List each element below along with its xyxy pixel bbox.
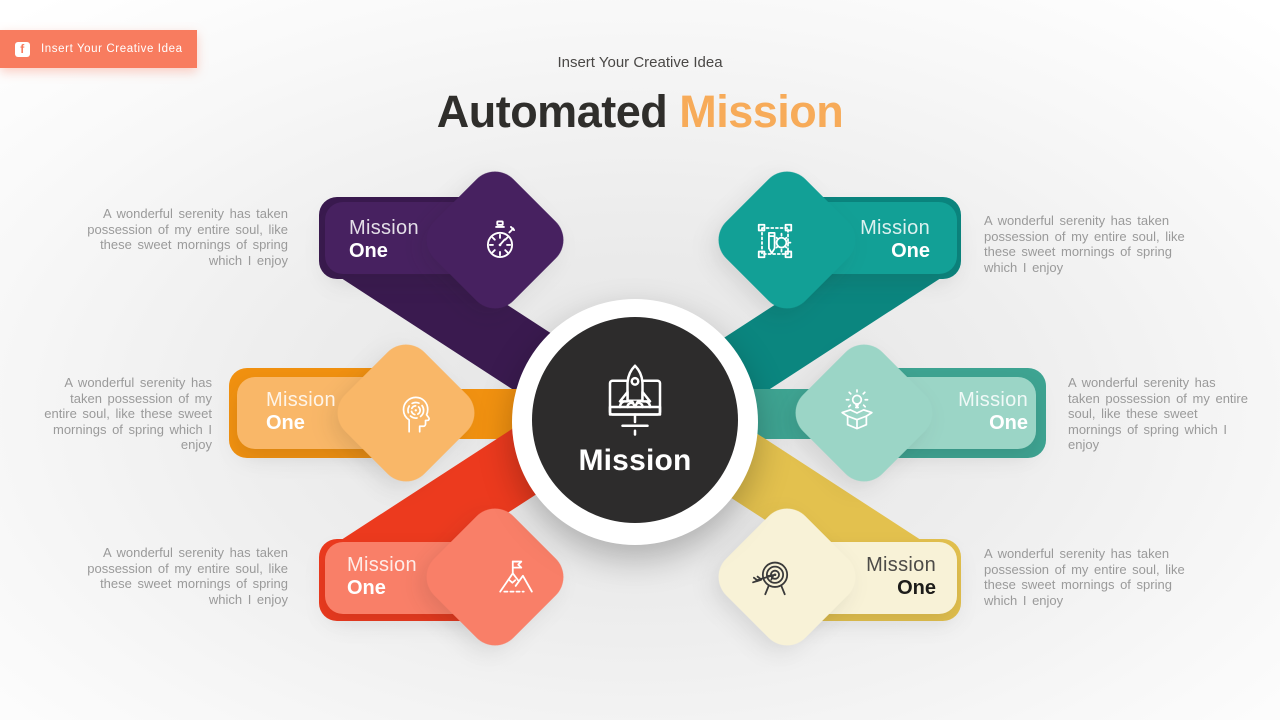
creative-idea-ribbon[interactable]: f Insert Your Creative Idea <box>0 30 197 68</box>
slide-title: Automated Mission <box>0 86 1280 138</box>
center-mission-circle[interactable]: Mission <box>512 299 758 545</box>
head-maze-icon <box>402 396 430 433</box>
description-bottom-right[interactable]: A wonderful serenity has taken possessio… <box>984 546 1185 608</box>
slide-subtitle: Insert Your Creative Idea <box>557 54 723 71</box>
ribbon-label: Insert Your Creative Idea <box>41 43 183 55</box>
description-top-right[interactable]: A wonderful serenity has taken possessio… <box>984 213 1185 275</box>
description-middle-left[interactable]: A wonderful serenity has taken possessio… <box>44 375 212 453</box>
description-middle-right[interactable]: A wonderful serenity has taken possessio… <box>1068 375 1248 453</box>
center-circle-face: Mission <box>532 317 738 523</box>
description-bottom-left[interactable]: A wonderful serenity has taken possessio… <box>87 545 288 607</box>
title-part-accent: Mission <box>679 86 844 137</box>
design-pencil-gear-icon <box>757 223 793 259</box>
description-top-left[interactable]: A wonderful serenity has taken possessio… <box>87 206 288 268</box>
stopwatch-icon <box>486 220 515 258</box>
title-part-dark: Automated <box>436 86 668 137</box>
target-arrow-icon <box>752 561 789 596</box>
mountain-flag-icon <box>499 560 533 593</box>
facebook-icon: f <box>15 41 30 57</box>
rocket-launch-laptop-icon <box>608 364 662 436</box>
center-circle-label: Mission <box>578 444 692 477</box>
idea-box-lightbulb-icon <box>841 389 873 430</box>
